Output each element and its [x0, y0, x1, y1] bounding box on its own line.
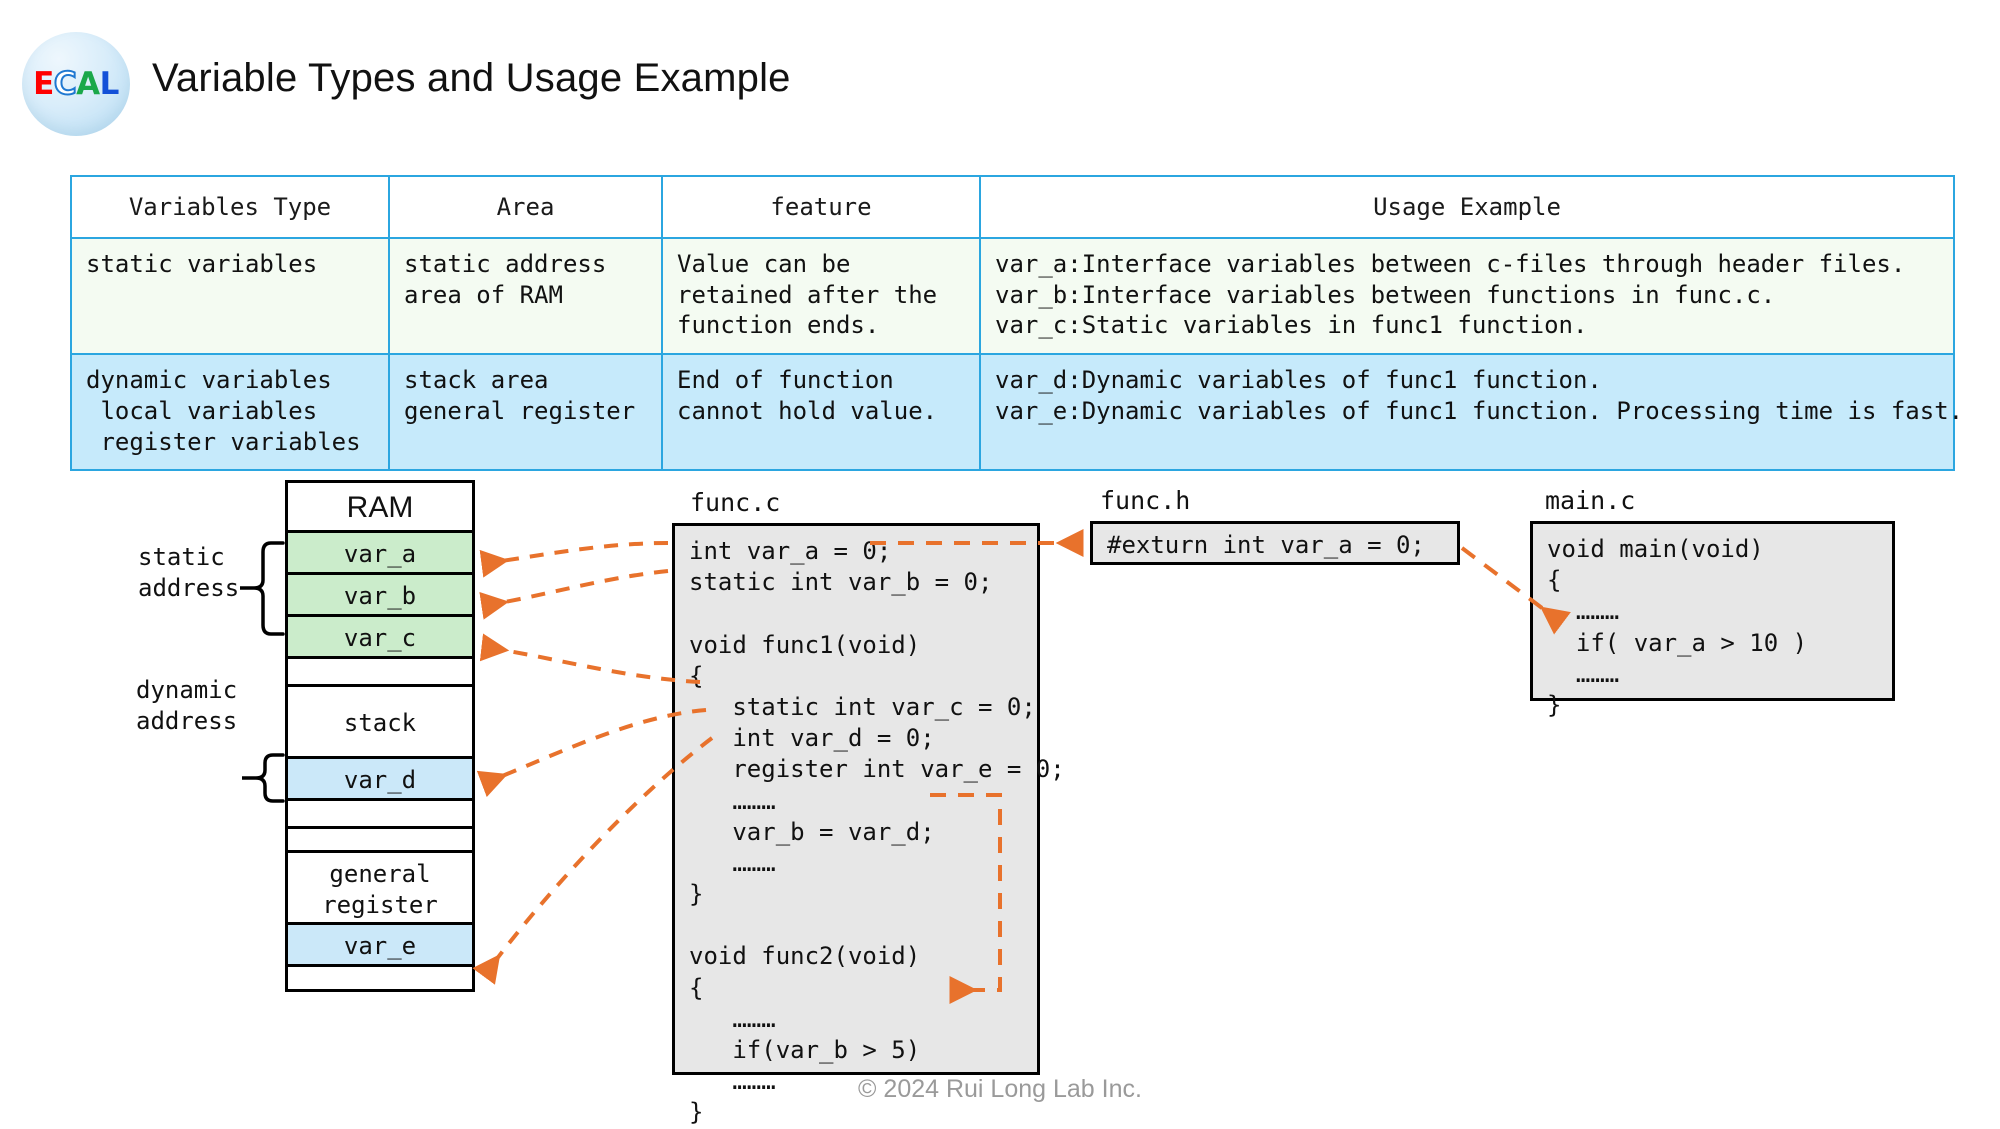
ram-cell-var-d: var_d — [288, 759, 472, 801]
func-h-code: #exturn int var_a = 0; — [1090, 521, 1460, 565]
cell-text: dynamic variables local variables regist… — [86, 366, 361, 456]
dynamic-address-text: dynamic address — [136, 676, 238, 736]
static-address-label: static address — [138, 542, 239, 604]
cell-feature: End of function cannot hold value. — [661, 353, 981, 472]
column-header-variables-type: Variables Type — [70, 175, 390, 239]
ram-cell-spacer — [288, 659, 472, 687]
cell-text: static variables — [86, 250, 318, 278]
cell-variables-type: dynamic variables local variables regist… — [70, 353, 390, 472]
column-header-area: Area — [388, 175, 663, 239]
main-c-code: void main(void) { ……… if( var_a > 10 ) …… — [1530, 521, 1895, 719]
ram-cell-var-b: var_b — [288, 575, 472, 617]
register-title: general register — [288, 853, 472, 925]
logo-wordmark: ECAL — [22, 65, 130, 103]
table-row: dynamic variables local variables regist… — [70, 353, 1964, 472]
page-title: Variable Types and Usage Example — [152, 56, 791, 100]
memory-diagram: static address dynamic address RAM var_a… — [0, 470, 2000, 1070]
table-row: static variables static address area of … — [70, 236, 1955, 356]
cell-text: End of function cannot hold value. — [677, 366, 938, 425]
ram-cell-var-a: var_a — [288, 533, 472, 575]
column-header-usage-example: Usage Example — [979, 175, 1955, 239]
cell-text: static address area of RAM — [404, 250, 607, 309]
page-header: ECAL Variable Types and Usage Example — [0, 0, 2000, 136]
logo-letter-l: L — [99, 66, 120, 102]
cell-text: Value can be retained after the function… — [677, 250, 938, 340]
ecal-logo: ECAL — [22, 32, 130, 136]
table-header: Variables Type Area feature Usage Exampl… — [70, 175, 1955, 239]
func-c-title: func.c — [690, 488, 781, 517]
ram-cell-stack: stack — [288, 687, 472, 759]
main-c-title: main.c — [1545, 486, 1636, 515]
register-footer-spacer — [288, 967, 472, 989]
register-cell-var-e: var_e — [288, 925, 472, 967]
cell-text: var_a:Interface variables between c-file… — [995, 250, 1906, 340]
logo-letter-a: A — [76, 66, 100, 102]
cell-text: stack area general register — [404, 366, 636, 425]
dynamic-address-label: dynamic address — [136, 675, 237, 737]
logo-letter-e: E — [33, 66, 54, 102]
cell-variables-type: static variables — [70, 236, 390, 356]
ram-title: RAM — [288, 483, 472, 533]
cell-area: stack area general register — [388, 353, 663, 472]
general-register-block: general register var_e — [285, 850, 475, 992]
cell-usage-example: var_d:Dynamic variables of func1 functio… — [979, 353, 1964, 472]
column-header-feature: feature — [661, 175, 981, 239]
cell-text: var_d:Dynamic variables of func1 functio… — [995, 366, 1964, 425]
ram-cell-spacer-2 — [288, 801, 472, 829]
footer-copyright: © 2024 Rui Long Lab Inc. — [858, 1075, 1142, 1103]
ram-cell-var-c: var_c — [288, 617, 472, 659]
cell-feature: Value can be retained after the function… — [661, 236, 981, 356]
ram-block: RAM var_a var_b var_c stack var_d — [285, 480, 475, 876]
logo-letter-c: C — [53, 65, 78, 103]
table-header-row: Variables Type Area feature Usage Exampl… — [70, 175, 1955, 239]
table-body: static variables static address area of … — [70, 236, 1964, 472]
func-h-title: func.h — [1100, 486, 1191, 515]
variable-types-table: Variables Type Area feature Usage Exampl… — [70, 175, 1964, 472]
static-address-text: static address — [138, 543, 240, 603]
cell-usage-example: var_a:Interface variables between c-file… — [979, 236, 1955, 356]
func-c-code: int var_a = 0; static int var_b = 0; voi… — [672, 523, 1065, 1126]
cell-area: static address area of RAM — [388, 236, 663, 356]
